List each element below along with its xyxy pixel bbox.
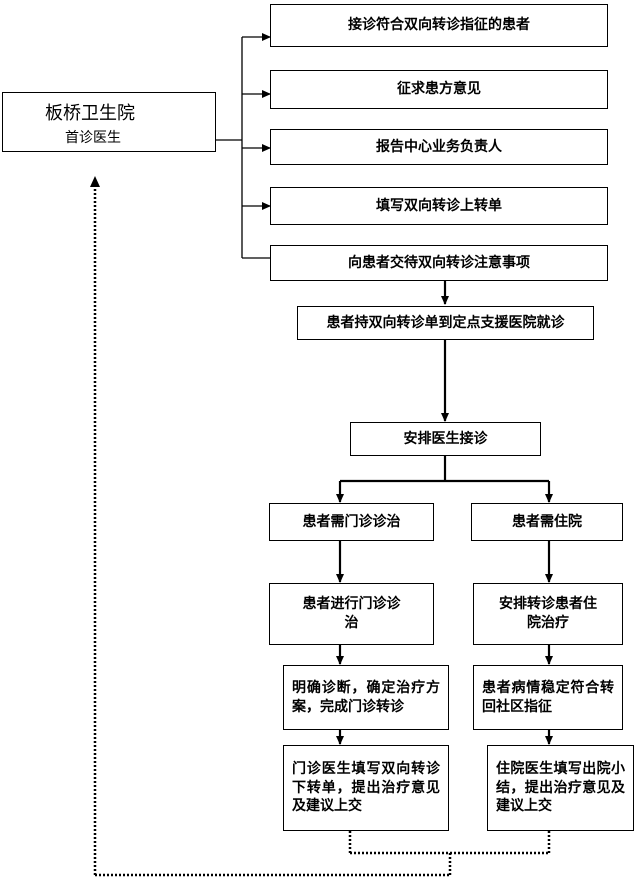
inpatient-3-box: 患者病情稳定符合转回社区指征 xyxy=(473,665,623,730)
step-1-box: 接诊符合双向转诊指征的患者 xyxy=(270,4,608,47)
origin-title: 板桥卫生院 xyxy=(45,103,135,124)
outpatient-2-box: 患者进行门诊诊治 xyxy=(269,583,434,645)
step-7-box: 安排医生接诊 xyxy=(350,422,541,456)
outpatient-1-label: 患者需门诊诊治 xyxy=(302,513,401,530)
inpatient-3-label: 患者病情稳定符合转回社区指征 xyxy=(482,679,614,715)
origin-box: 板桥卫生院 首诊医生 xyxy=(2,92,216,152)
step-7-label: 安排医生接诊 xyxy=(403,430,488,447)
outpatient-4-box: 门诊医生填写双向转诊下转单，提出治疗意见及建议上交 xyxy=(283,745,449,831)
outpatient-4-label: 门诊医生填写双向转诊下转单，提出治疗意见及建议上交 xyxy=(292,760,440,815)
outpatient-1-box: 患者需门诊诊治 xyxy=(269,503,434,541)
step-2-box: 征求患方意见 xyxy=(270,70,608,109)
origin-subtitle: 首诊医生 xyxy=(65,130,121,146)
step-2-label: 征求患方意见 xyxy=(397,81,481,98)
step-4-label: 填写双向转诊上转单 xyxy=(376,197,502,214)
inpatient-1-label: 患者需住院 xyxy=(512,513,582,530)
step-3-label: 报告中心业务负责人 xyxy=(376,138,502,155)
return-arrowhead xyxy=(90,176,100,187)
step-5-label: 向患者交待双向转诊注意事项 xyxy=(348,254,530,271)
inpatient-1-box: 患者需住院 xyxy=(471,503,623,541)
step-3-box: 报告中心业务负责人 xyxy=(270,129,608,165)
inpatient-2-label: 安排转诊患者住院治疗 xyxy=(499,596,597,631)
inpatient-4-box: 住院医生填写出院小结，提出治疗意见及建议上交 xyxy=(487,745,634,831)
step-6-label: 患者持双向转诊单到定点支援医院就诊 xyxy=(326,314,565,331)
outpatient-2-label: 患者进行门诊诊治 xyxy=(302,596,401,631)
step-4-box: 填写双向转诊上转单 xyxy=(270,187,608,225)
inpatient-4-label: 住院医生填写出院小结，提出治疗意见及建议上交 xyxy=(496,760,625,815)
step-5-box: 向患者交待双向转诊注意事项 xyxy=(270,245,608,281)
step-6-box: 患者持双向转诊单到定点支援医院就诊 xyxy=(297,306,594,340)
step-1-label: 接诊符合双向转诊指征的患者 xyxy=(348,17,530,34)
outpatient-3-label: 明确诊断，确定治疗方案，完成门诊转诊 xyxy=(292,679,440,715)
inpatient-2-box: 安排转诊患者住院治疗 xyxy=(473,583,623,645)
outpatient-3-box: 明确诊断，确定治疗方案，完成门诊转诊 xyxy=(283,665,449,730)
